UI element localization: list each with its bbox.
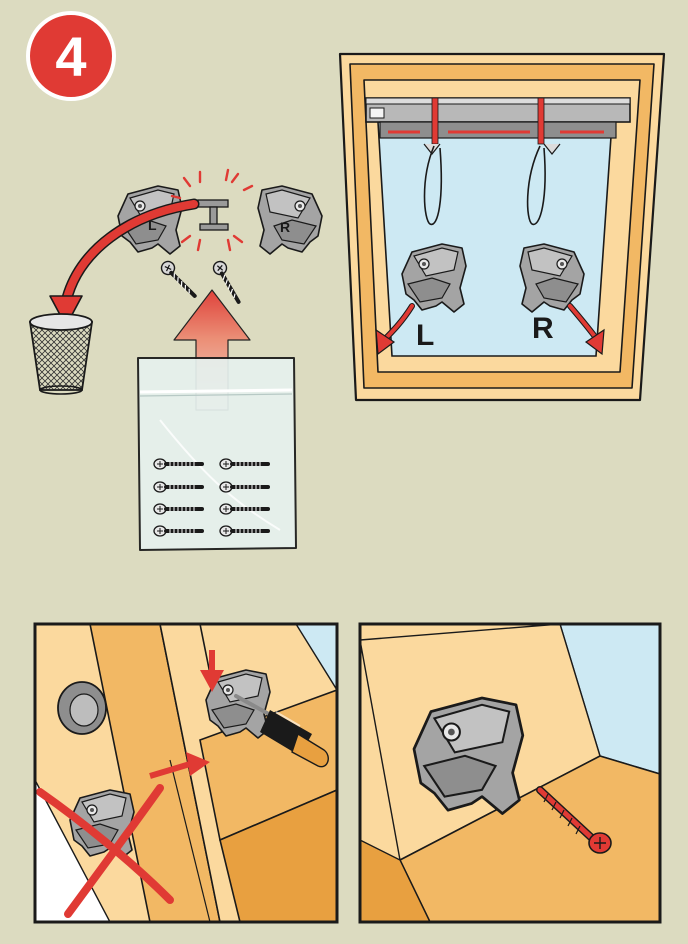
screw-icon (156, 259, 203, 296)
right-bracket-mark: R (280, 219, 290, 235)
bracket-separation-illustration: L R (30, 170, 322, 550)
connector-piece (198, 200, 228, 230)
step-number: 4 (55, 25, 86, 88)
correct-placement-panel (360, 624, 660, 922)
left-label: L (416, 319, 434, 352)
wrong-placement-panel (35, 624, 337, 922)
right-label: R (532, 312, 554, 345)
screw-bag-icon (138, 358, 296, 550)
waste-bin-icon (30, 314, 92, 394)
step-number-badge: 4 (28, 13, 114, 99)
window-panel: L R (340, 54, 664, 400)
